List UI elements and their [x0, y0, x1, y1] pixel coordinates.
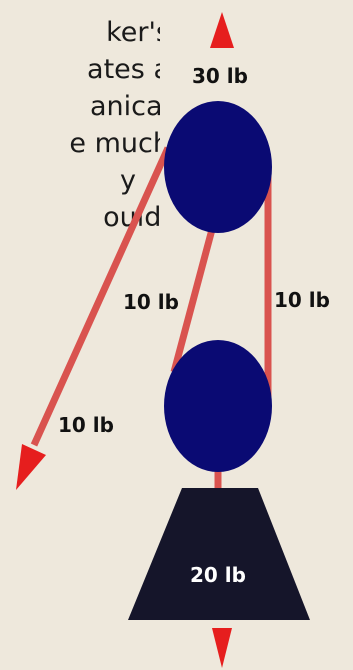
- explanation-text: ker's ates a anical e much y ould.: [0, 14, 160, 236]
- lower-pulley: [164, 340, 272, 472]
- right-rope-force-label: 10 lb: [274, 288, 330, 312]
- left-arrow: [16, 444, 46, 490]
- explanation-line: e much: [69, 128, 160, 159]
- explanation-line: ker's: [106, 17, 160, 48]
- explanation-line: ates a: [87, 54, 160, 85]
- explanation-text-clip: ker's ates a anical e much y ould.: [0, 0, 160, 300]
- bottom-arrow: [212, 628, 232, 668]
- middle-rope: [170, 221, 218, 373]
- middle-rope-force-label: 10 lb: [123, 290, 179, 314]
- top-force-label: 30 lb: [192, 64, 248, 88]
- explanation-line: anical: [89, 91, 160, 122]
- weight-block: [128, 488, 310, 620]
- explanation-line: y: [120, 165, 136, 196]
- weight-force-label: 20 lb: [190, 563, 246, 587]
- top-arrow: [210, 12, 234, 48]
- upper-pulley: [164, 101, 272, 233]
- left-rope: [30, 146, 172, 447]
- left-rope-force-label: 10 lb: [58, 413, 114, 437]
